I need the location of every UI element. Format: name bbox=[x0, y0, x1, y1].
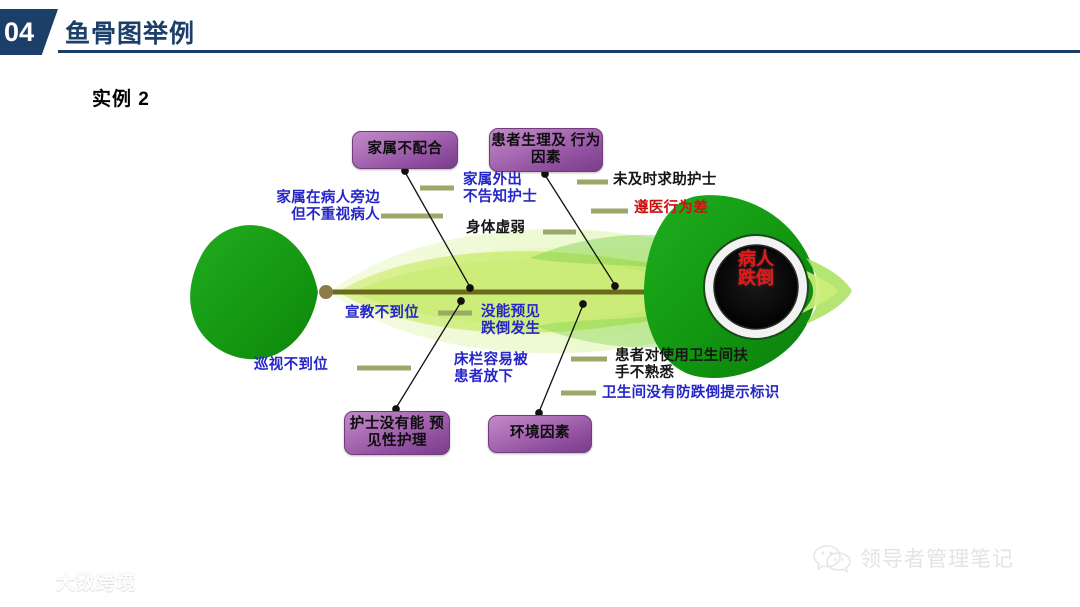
watermark-left: 大数跨境 bbox=[8, 568, 136, 595]
category-box-environment[interactable]: 环境因素 bbox=[488, 415, 592, 453]
cause-failure-to-predict-fall: 没能预见 跌倒发生 bbox=[481, 304, 541, 338]
watermark-right-text: 领导者管理笔记 bbox=[860, 548, 1014, 571]
wechat-icon bbox=[813, 545, 851, 574]
page-header: 04 鱼骨图举例 bbox=[0, 0, 1080, 60]
cause-family-leaves-without-notice: 家属外出 不告知护士 bbox=[463, 172, 537, 206]
spine-tail-joint bbox=[319, 285, 333, 299]
effect-circle bbox=[703, 234, 809, 340]
cause-insufficient-rounds: 巡视不到位 bbox=[254, 357, 328, 373]
paw-logo-icon bbox=[8, 569, 44, 593]
category-box-nursing-foresight[interactable]: 护士没有能 预见性护理 bbox=[344, 411, 450, 455]
watermark-left-text: 大数跨境 bbox=[56, 573, 137, 594]
cause-unfamiliar-toilet-handrail: 患者对使用卫生间扶 手不熟悉 bbox=[615, 348, 749, 382]
effect-label: 病人 跌倒 bbox=[738, 249, 774, 289]
cause-no-timely-nurse-help: 未及时求助护士 bbox=[613, 172, 717, 188]
cause-connector-lines bbox=[357, 179, 628, 396]
category-box-patient-physiology[interactable]: 患者生理及 行为因素 bbox=[489, 128, 603, 172]
cause-family-nearby-ignores: 家属在病人旁边 但不重视病人 bbox=[276, 190, 380, 224]
cause-insufficient-education: 宣教不到位 bbox=[345, 305, 419, 321]
cause-bedrail-lowered: 床栏容易被 患者放下 bbox=[454, 352, 528, 386]
cause-no-fall-warning-sign: 卫生间没有防跌倒提示标识 bbox=[602, 385, 780, 401]
category-box-family-uncooperative[interactable]: 家属不配合 bbox=[352, 131, 458, 169]
cause-physical-weakness: 身体虚弱 bbox=[466, 220, 526, 236]
page-title: 鱼骨图举例 bbox=[65, 20, 196, 48]
watermark-right: 领导者管理笔记 bbox=[812, 542, 1014, 574]
title-underline-rule bbox=[58, 50, 1080, 53]
section-number-badge: 04 bbox=[0, 9, 58, 55]
subtitle: 实例 2 bbox=[92, 89, 150, 110]
cause-poor-compliance: 遵医行为差 bbox=[634, 200, 708, 216]
fish-tail-fin bbox=[190, 225, 318, 360]
